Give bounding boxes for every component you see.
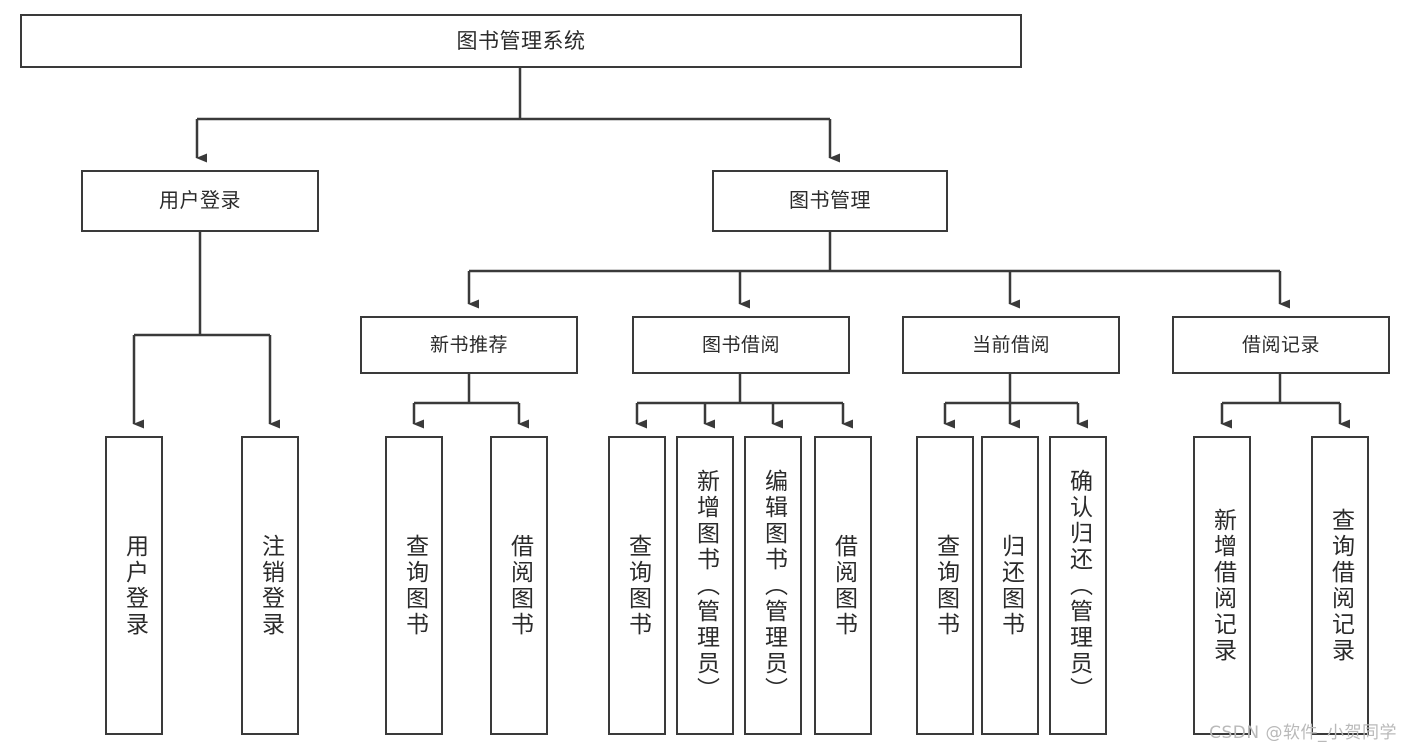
node-user-login-label: 用户登录 [159, 188, 241, 213]
node-new-book-recommend[interactable]: 新书推荐 [360, 316, 578, 374]
watermark: CSDN @软件_小贺同学 [1209, 723, 1397, 743]
node-current-borrow-label: 当前借阅 [971, 333, 1050, 356]
leaf-borrow-0[interactable]: 查询图书 [608, 436, 666, 735]
leaf-login-0[interactable]: 用户登录 [105, 436, 163, 735]
leaf-borrow-1[interactable]: 新增图书（管理员） [676, 436, 734, 735]
leaf-login-1-label: 注销登录 [257, 533, 284, 638]
leaf-login-1[interactable]: 注销登录 [241, 436, 299, 735]
leaf-new-books-0[interactable]: 查询图书 [385, 436, 443, 735]
leaf-records-0[interactable]: 新增借阅记录 [1193, 436, 1251, 735]
leaf-borrow-1-label: 新增图书（管理员） [692, 468, 719, 703]
node-new-book-recommend-label: 新书推荐 [429, 333, 508, 356]
node-borrow-records[interactable]: 借阅记录 [1172, 316, 1390, 374]
node-book-management-label: 图书管理 [789, 188, 871, 213]
leaf-login-0-label: 用户登录 [121, 533, 148, 638]
leaf-current-1-label: 归还图书 [997, 533, 1024, 638]
leaf-borrow-2[interactable]: 编辑图书（管理员） [744, 436, 802, 735]
leaf-borrow-2-label: 编辑图书（管理员） [760, 468, 787, 703]
leaf-records-1[interactable]: 查询借阅记录 [1311, 436, 1369, 735]
leaf-borrow-3-label: 借阅图书 [830, 533, 857, 638]
node-book-management[interactable]: 图书管理 [712, 170, 948, 232]
node-current-borrow[interactable]: 当前借阅 [902, 316, 1120, 374]
node-root[interactable]: 图书管理系统 [20, 14, 1022, 68]
node-borrow-records-label: 借阅记录 [1241, 333, 1320, 356]
leaf-new-books-1[interactable]: 借阅图书 [490, 436, 548, 735]
leaf-current-1[interactable]: 归还图书 [981, 436, 1039, 735]
leaf-current-0-label: 查询图书 [932, 533, 959, 638]
node-root-label: 图书管理系统 [456, 28, 586, 53]
leaf-new-books-1-label: 借阅图书 [506, 533, 533, 638]
leaf-records-1-label: 查询借阅记录 [1327, 507, 1354, 664]
leaf-borrow-0-label: 查询图书 [624, 533, 651, 638]
node-book-borrow-label: 图书借阅 [701, 333, 780, 356]
leaf-current-2-label: 确认归还（管理员） [1065, 468, 1092, 703]
leaf-new-books-0-label: 查询图书 [401, 533, 428, 638]
node-user-login[interactable]: 用户登录 [81, 170, 319, 232]
leaf-current-0[interactable]: 查询图书 [916, 436, 974, 735]
node-book-borrow[interactable]: 图书借阅 [632, 316, 850, 374]
leaf-borrow-3[interactable]: 借阅图书 [814, 436, 872, 735]
leaf-current-2[interactable]: 确认归还（管理员） [1049, 436, 1107, 735]
leaf-records-0-label: 新增借阅记录 [1209, 507, 1236, 664]
